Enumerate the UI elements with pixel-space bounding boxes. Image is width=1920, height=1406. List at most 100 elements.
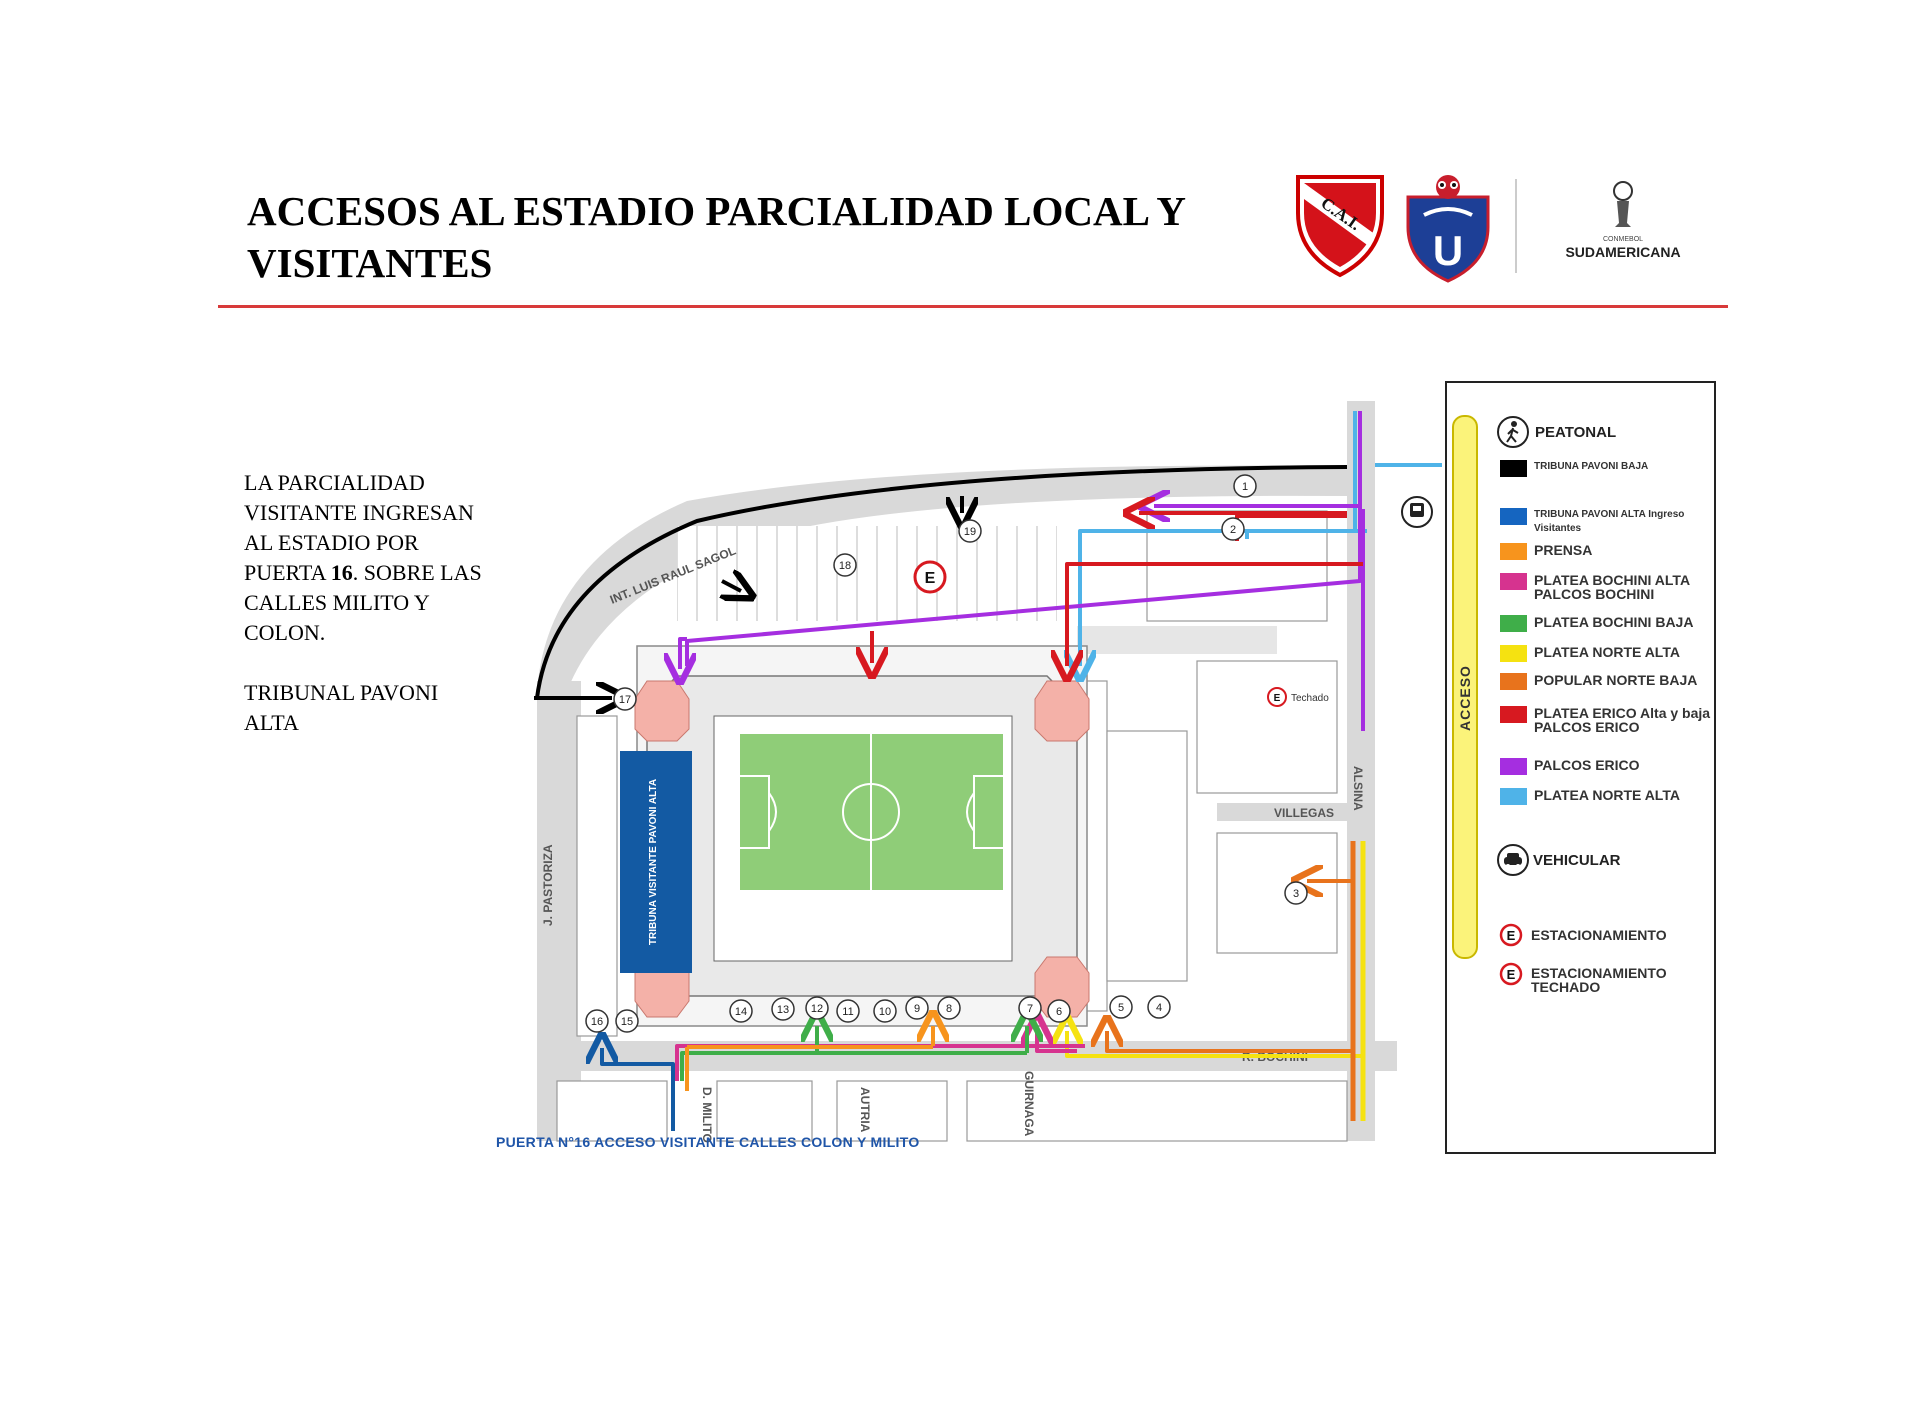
svg-text:E: E [925,570,936,587]
gate-marker-12: 12 [805,996,829,1020]
legend-swatch [1500,460,1527,477]
gate-marker-4: 4 [1147,995,1171,1019]
universidad-de-chile-logo: U [1406,175,1490,283]
legend-swatch [1500,615,1527,632]
gate-number: 12 [811,1003,823,1015]
legend-swatch [1500,706,1527,723]
parking-legend-icon: E [1499,923,1523,947]
legend-item: TRIBUNA PAVONI ALTA Ingreso Visitantes [1500,508,1714,536]
train-icon [1401,496,1433,528]
gate-marker-2: 2 [1221,517,1245,541]
gate-number: 19 [964,526,976,538]
gate-number: 5 [1118,1002,1124,1014]
map-caption: PUERTA N°16 ACCESO VISITANTE CALLES COLO… [496,1134,920,1150]
street-label-autria: AUTRIA [858,1087,872,1133]
legend-item: PALCOS ERICO [1500,758,1714,775]
gate-number: 2 [1230,524,1236,536]
gate-number: 3 [1293,888,1299,900]
independiente-logo: C.A.I. [1296,175,1384,278]
legend-label: PLATEA NORTE ALTA [1534,787,1680,803]
access-bar-label: ACCESO [1457,665,1473,731]
street-label-pastoriza: J. PASTORIZA [541,844,555,926]
club-logos: C.A.I. U CONMEBOL SUDAMERICANA [1296,175,1681,283]
access-bar [1452,415,1478,959]
gate-marker-3: 3 [1284,881,1308,905]
legend-estacionamiento: ESTACIONAMIENTO [1531,927,1667,943]
legend-label: PLATEA ERICO Alta y baja PALCOS ERICO [1534,705,1711,735]
gate-marker-19: 19 [958,519,982,543]
visitor-gate-number: 16 [330,560,353,585]
gate-number: 18 [839,560,851,572]
gate-marker-18: 18 [833,553,857,577]
car-icon [1497,844,1529,876]
legend-item: PRENSA [1500,543,1714,560]
gate-marker-5: 5 [1109,995,1133,1019]
legend-item: PLATEA BOCHINI BAJA [1500,615,1714,632]
header-divider [218,305,1728,308]
gate-number: 15 [621,1016,633,1028]
legend-swatch [1500,573,1527,590]
street-label-alsina: ALSINA [1351,766,1365,811]
gate-number: 13 [777,1004,789,1016]
gate-marker-16: 16 [585,1009,609,1033]
gate-marker-11: 11 [836,999,860,1023]
gate-marker-13: 13 [771,997,795,1021]
visitor-stand: TRIBUNA VISITANTE PAVONI ALTA [620,751,692,973]
legend-swatch [1500,543,1527,560]
legend-label: PALCOS ERICO [1534,757,1640,773]
gate-number: 16 [591,1016,603,1028]
visitor-stand-text: TRIBUNAL PAVONI ALTA [244,680,439,735]
gate-marker-10: 10 [873,999,897,1023]
football-pitch [738,732,1005,892]
legend-label: PLATEA NORTE ALTA [1534,644,1680,660]
gate-marker-8: 8 [937,996,961,1020]
sudamericana-small-text: CONMEBOL [1603,236,1643,243]
legend-swatch [1500,673,1527,690]
visitor-info: LA PARCIALIDAD VISITANTE INGRESAN AL EST… [244,468,484,768]
access-routes [534,411,1442,1131]
legend-item: PLATEA NORTE ALTA [1500,788,1714,805]
legend-estacionamiento-techado: ESTACIONAMIENTO TECHADO [1531,965,1667,995]
legend-peatonal: PEATONAL [1535,424,1617,441]
gate-number: 1 [1242,481,1248,493]
gate-number: 10 [879,1006,891,1018]
legend-swatch [1500,645,1527,662]
svg-text:E: E [1507,967,1516,982]
gate-marker-15: 15 [615,1009,639,1033]
page-title: ACCESOS AL ESTADIO PARCIALIDAD LOCAL Y V… [247,188,1185,286]
gate-marker-17: 17 [613,687,637,711]
gate-marker-9: 9 [905,996,929,1020]
svg-text:E: E [1274,693,1281,704]
covered-parking-legend-icon: E [1499,962,1523,986]
legend-swatch [1500,758,1527,775]
gate-marker-1: 1 [1233,474,1257,498]
legend-vehicular: VEHICULAR [1533,852,1621,869]
visitor-access-text: LA PARCIALIDAD VISITANTE INGRESAN AL EST… [244,470,482,645]
legend-swatch [1500,508,1527,525]
legend-item: PLATEA ERICO Alta y baja PALCOS ERICO [1500,706,1714,734]
svg-text:E: E [1507,928,1516,943]
parking-icon: E [913,560,947,594]
stadium-map: TRIBUNA VISITANTE PAVONI ALTA INT. LUIS … [487,381,1447,1154]
legend-item: PLATEA BOCHINI ALTA PALCOS BOCHINI [1500,573,1714,601]
gate-number: 8 [946,1003,952,1015]
legend-item: TRIBUNA PAVONI BAJA [1500,460,1714,477]
svg-text:TRIBUNA VISITANTE PAVONI ALTA: TRIBUNA VISITANTE PAVONI ALTA [648,779,659,945]
covered-parking-icon: E Techado [1267,687,1329,707]
universidad-de-chile-logo-text: U [1433,227,1463,274]
legend-label: PLATEA BOCHINI BAJA [1534,614,1694,630]
covered-parking-label: Techado [1291,693,1329,704]
gate-number: 11 [842,1006,853,1018]
legend-swatch [1500,788,1527,805]
gate-number: 7 [1027,1003,1033,1015]
street-label-guirnaga: GUIRNAGA [1022,1071,1036,1137]
street-label-milito: D. MILITO [700,1087,714,1143]
legend-item: PLATEA NORTE ALTA [1500,645,1714,662]
gate-number: 14 [735,1006,747,1018]
legend-item: POPULAR NORTE BAJA [1500,673,1714,690]
pedestrian-icon [1497,416,1529,448]
gate-number: 9 [914,1003,920,1015]
gate-marker-14: 14 [729,999,753,1023]
gate-marker-7: 7 [1018,996,1042,1020]
